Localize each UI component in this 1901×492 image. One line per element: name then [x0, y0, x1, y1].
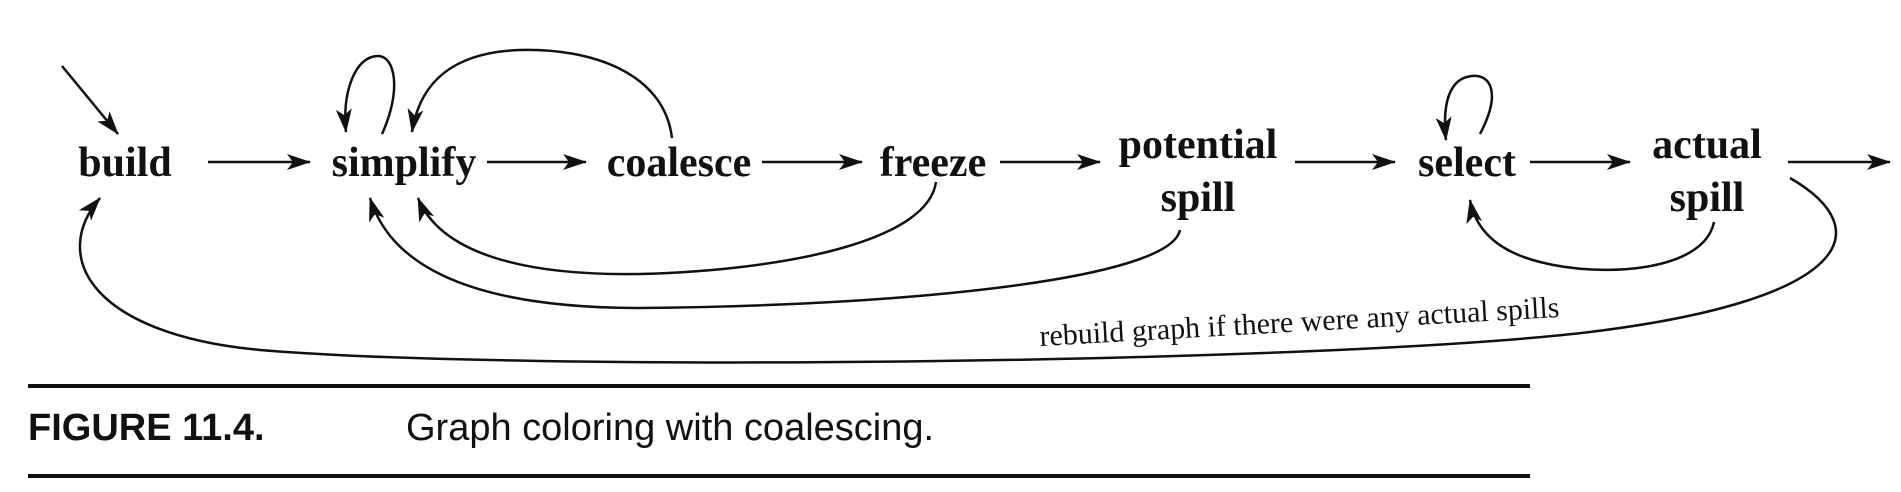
rebuild-edge-label: rebuild graph if there were any actual s…: [1039, 291, 1561, 353]
node-coalesce: coalesce: [607, 140, 752, 186]
node-select: select: [1418, 140, 1516, 186]
node-potential-spill-line1: potential: [1119, 122, 1278, 168]
edge-coalesce-simplify: [407, 48, 674, 139]
edge-freeze-simplify: [416, 181, 938, 276]
node-freeze: freeze: [880, 140, 986, 186]
edge-select-self-loop: [1435, 74, 1494, 141]
figure-number: FIGURE 11.4.: [28, 407, 265, 449]
edge-entry-build: [61, 65, 119, 135]
edge-actual-spill-build: [78, 176, 1838, 364]
node-actual-spill-line2: spill: [1670, 175, 1745, 221]
node-simplify: simplify: [332, 140, 477, 186]
edge-actual-spill-select: [1466, 199, 1716, 272]
node-actual-spill-line1: actual: [1652, 122, 1762, 168]
edge-potential-spill-simplify: [368, 197, 1182, 310]
node-build: build: [78, 140, 171, 186]
caption-top-rule: [28, 384, 1530, 388]
figure-caption: FIGURE 11.4. Graph coloring with coalesci…: [28, 398, 1530, 458]
edge-simplify-self-loop: [335, 54, 396, 135]
caption-bottom-rule: [28, 474, 1530, 478]
node-potential-spill-line2: spill: [1161, 175, 1236, 221]
figure-caption-text: Graph coloring with coalescing.: [406, 407, 935, 449]
